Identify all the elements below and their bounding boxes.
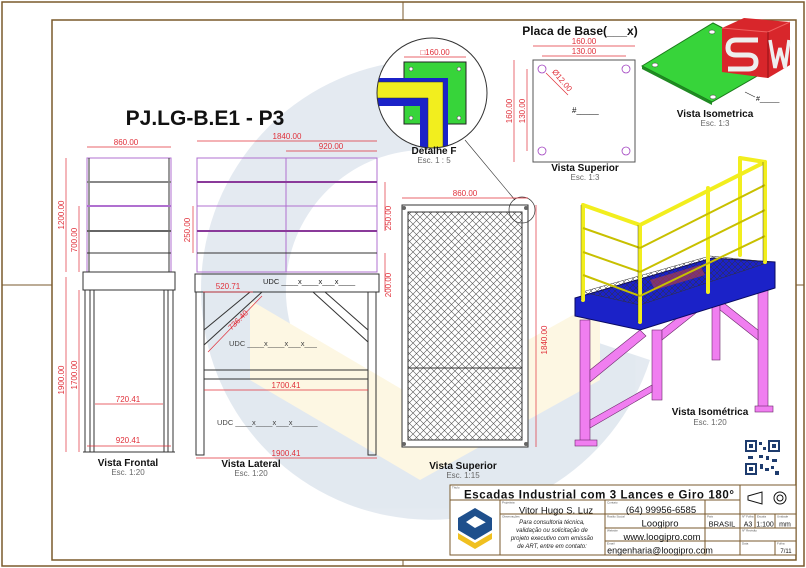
side-dimension-lines	[192, 140, 386, 459]
udc-note-leg: UDC ____x____x___x______	[217, 418, 318, 427]
detail-f-view	[376, 37, 488, 149]
project-code: PJ.LG-B.E1 - P3	[126, 107, 285, 130]
svg-text:Razão Social: Razão Social	[607, 515, 625, 519]
svg-text:Contato: Contato	[607, 501, 618, 505]
dim-side-1700: 1700.41	[272, 381, 301, 390]
dim-front-base: 920.41	[116, 436, 141, 445]
website-link[interactable]: www.loogipro.com	[622, 532, 700, 543]
svg-text:Data: Data	[742, 542, 749, 546]
iso-view-label: Vista Isométrica	[672, 407, 749, 418]
svg-text:Nº Revisão: Nº Revisão	[742, 529, 757, 533]
author-name: Vitor Hugo S. Luz	[519, 506, 594, 517]
plate-top-scale: Esc. 1:3	[571, 173, 600, 182]
contact-phone: (64) 99956-6585	[626, 505, 696, 516]
dim-side-520: 520.71	[216, 282, 241, 291]
udc-note-brace: UDC ____x____x___x___	[229, 339, 318, 348]
udc-note-top: UDC ____x____x___x____	[263, 277, 356, 286]
dim-side-250-right: 250.00	[384, 205, 393, 230]
top-view-scale: Esc. 1:15	[446, 471, 480, 480]
front-view-scale: Esc. 1:20	[111, 468, 145, 477]
company-name: Loogipro	[642, 519, 679, 530]
sheet-size: A3	[744, 522, 753, 529]
qr-code	[745, 440, 781, 476]
plate-thickness-note: #_____	[572, 106, 599, 115]
detail-dim: □160.00	[420, 48, 450, 57]
svg-text:Escala: Escala	[757, 515, 766, 519]
side-view-label: Vista Lateral	[221, 459, 281, 470]
dim-front-1700: 1700.00	[70, 360, 79, 389]
svg-text:Para consultoria técnica,: Para consultoria técnica,	[519, 520, 585, 526]
solidworks-logo	[721, 18, 791, 78]
dim-side-1900: 1900.41	[272, 449, 301, 458]
base-plate-title: Placa de Base(___x)	[522, 24, 637, 38]
front-dimension-lines	[65, 146, 171, 452]
dim-front-1900: 1900.00	[57, 365, 66, 394]
page-number: 7/11	[780, 549, 792, 555]
svg-text:Website: Website	[607, 529, 618, 533]
svg-text:Email: Email	[607, 542, 615, 546]
dim-top-width: 860.00	[453, 189, 478, 198]
dim-front-700: 700.00	[70, 227, 79, 252]
dim-side-length: 1840.00	[273, 132, 302, 141]
plate-iso-scale: Esc. 1:3	[701, 119, 730, 128]
svg-text:validação ou solicitação de: validação ou solicitação de	[516, 528, 588, 534]
iso-view-scale: Esc. 1:20	[693, 418, 727, 427]
drawing-scale: 1:100	[756, 522, 774, 529]
plate-iso-note: #_____	[756, 96, 779, 103]
plate-iso-label: Vista Isometrica	[677, 109, 754, 120]
front-view-label: Vista Frontal	[98, 458, 159, 469]
detail-label: Detalhe F	[411, 146, 456, 157]
dim-front-width: 860.00	[114, 138, 139, 147]
top-view	[401, 139, 536, 448]
top-view-label: Vista Superior	[429, 461, 497, 472]
plate-dim-outer-h: 160.00	[505, 98, 514, 123]
plate-dim-inner-h: 130.00	[518, 98, 527, 123]
observations-text: Para consultoria técnica, validação ou s…	[510, 520, 594, 550]
projection-symbol-icon	[747, 491, 787, 505]
country: BRASIL	[709, 520, 736, 529]
svg-text:Título: Título	[452, 486, 460, 490]
svg-text:de ART, entre em contato:: de ART, entre em contato:	[517, 544, 587, 550]
units: mm	[779, 522, 791, 529]
dim-side-half: 920.00	[319, 142, 344, 151]
svg-text:Nº Folha: Nº Folha	[742, 515, 754, 519]
dim-side-250-left: 250.00	[183, 217, 192, 242]
plate-dim-outer-w: 160.00	[572, 37, 597, 46]
company-logo	[453, 505, 497, 549]
base-plate-top-view	[513, 45, 636, 163]
drawing-title: Escadas Industrial com 3 Lances e Giro 1…	[464, 490, 734, 502]
front-view	[82, 157, 176, 453]
detail-scale: Esc. 1 : 5	[417, 156, 451, 165]
structure-isometric-view	[574, 156, 776, 447]
dim-front-inner: 720.41	[116, 395, 141, 404]
svg-text:País: País	[707, 515, 714, 519]
svg-text:Folha: Folha	[777, 542, 785, 546]
side-view	[194, 157, 380, 456]
svg-text:Observações: Observações	[502, 515, 520, 519]
dim-top-length: 1840.00	[540, 325, 549, 354]
title-block	[449, 484, 797, 556]
dim-side-200: 200.00	[384, 272, 393, 297]
side-view-scale: Esc. 1:20	[234, 469, 268, 478]
svg-text:projeto executivo com emissão: projeto executivo com emissão	[510, 536, 594, 542]
email-link[interactable]: engenharia@loogipro.com	[607, 546, 713, 556]
svg-text:Projetista: Projetista	[502, 501, 515, 505]
plate-dim-inner-w: 130.00	[572, 47, 597, 56]
inner-border	[51, 19, 797, 561]
title-block-field-labels: Título Projetista Contato Observações Ra…	[452, 486, 789, 546]
plate-top-label: Vista Superior	[551, 163, 619, 174]
dim-front-rail-height: 1200.00	[57, 200, 66, 229]
svg-text:Unidade: Unidade	[777, 515, 789, 519]
